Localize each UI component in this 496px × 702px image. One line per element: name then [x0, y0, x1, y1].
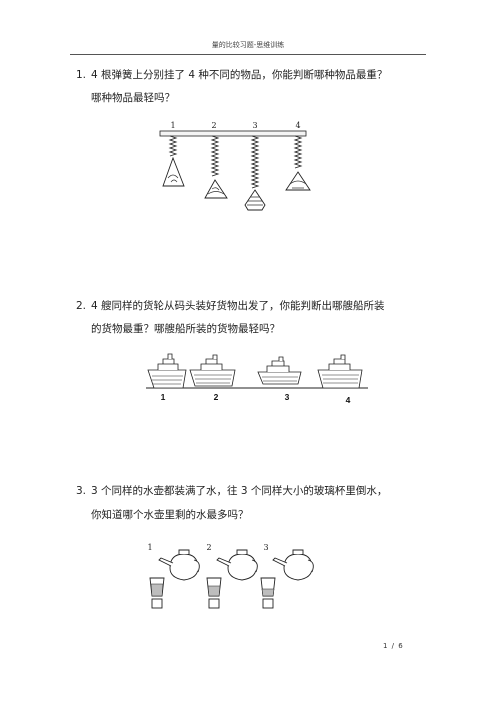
- header-divider: [70, 54, 426, 55]
- question-2-line-1: 2. 4 艘同样的货轮从码头装好货物出发了，你能判断出哪艘船所装: [76, 299, 385, 313]
- spring-2: [210, 135, 220, 177]
- ship-label-2: 2: [214, 392, 219, 402]
- spring-4: [293, 135, 303, 169]
- answer-box-3[interactable]: [262, 598, 274, 609]
- ships-figure: 1 2 3 4: [146, 353, 368, 405]
- weight-4-detail: [289, 180, 307, 189]
- kettle-label-1: 1: [147, 543, 152, 552]
- spring-3: [250, 135, 260, 189]
- kettle-3: [272, 549, 314, 581]
- glass-2: [206, 577, 222, 597]
- question-2-number: 2.: [76, 300, 87, 312]
- ship-3: [257, 356, 302, 385]
- answer-box-1[interactable]: [151, 598, 163, 609]
- page-header: 量的比较习题-思维训练: [211, 41, 285, 49]
- spring-label-1: 1: [170, 121, 175, 130]
- ship-4: [317, 354, 363, 389]
- spring-label-2: 2: [211, 121, 216, 130]
- answer-box-2[interactable]: [208, 598, 220, 609]
- spring-label-4: 4: [295, 121, 300, 130]
- ship-label-1: 1: [161, 392, 166, 402]
- weight-bag-1: [162, 156, 185, 187]
- ship-2: [189, 354, 236, 387]
- weight-2-detail: [207, 187, 225, 195]
- question-1-number: 1.: [76, 69, 87, 81]
- question-3-line-1: 3. 3 个同样的水壶都装满了水，往 3 个同样大小的玻璃杯里倒水，: [76, 484, 387, 498]
- spring-1: [168, 135, 178, 157]
- kettle-1: [158, 549, 200, 581]
- glass-1: [149, 577, 165, 597]
- hanging-bar: [159, 130, 307, 137]
- kettle-2: [216, 549, 258, 581]
- question-3-line-2: 你知道哪个水壶里剩的水最多吗？: [91, 509, 249, 521]
- question-3-number: 3.: [76, 485, 87, 497]
- kettle-label-3: 3: [263, 543, 268, 552]
- question-3-text-1: 3 个同样的水壶都装满了水，往 3 个同样大小的玻璃杯里倒水，: [91, 485, 388, 497]
- springs-figure: 1 2 3 4: [159, 121, 311, 211]
- question-1-line-2: 哪种物品最轻吗？: [91, 92, 175, 104]
- weight-bag-3: [244, 189, 266, 211]
- weight-bag-2: [204, 179, 228, 199]
- weight-1-detail: [167, 174, 179, 183]
- ship-1: [147, 353, 187, 389]
- question-1-text-1: 4 根弹簧上分别挂了 4 种不同的物品，你能判断哪种物品最重？: [91, 69, 388, 81]
- ship-label-4: 4: [346, 395, 351, 405]
- question-2-text-1: 4 艘同样的货轮从码头装好货物出发了，你能判断出哪艘船所装: [91, 300, 385, 312]
- question-1-line-1: 1. 4 根弹簧上分别挂了 4 种不同的物品，你能判断哪种物品最重？: [76, 68, 387, 82]
- ship-label-3: 3: [285, 392, 290, 402]
- glass-3: [260, 577, 276, 597]
- spring-label-3: 3: [252, 121, 257, 130]
- kettle-label-2: 2: [206, 543, 211, 552]
- weight-3-detail: [247, 196, 263, 206]
- page-number: 1 / 6: [383, 642, 404, 650]
- question-2-line-2: 的货物最重？哪艘船所装的货物最轻吗？: [91, 323, 280, 335]
- kettles-figure: 1 2 3: [147, 543, 314, 609]
